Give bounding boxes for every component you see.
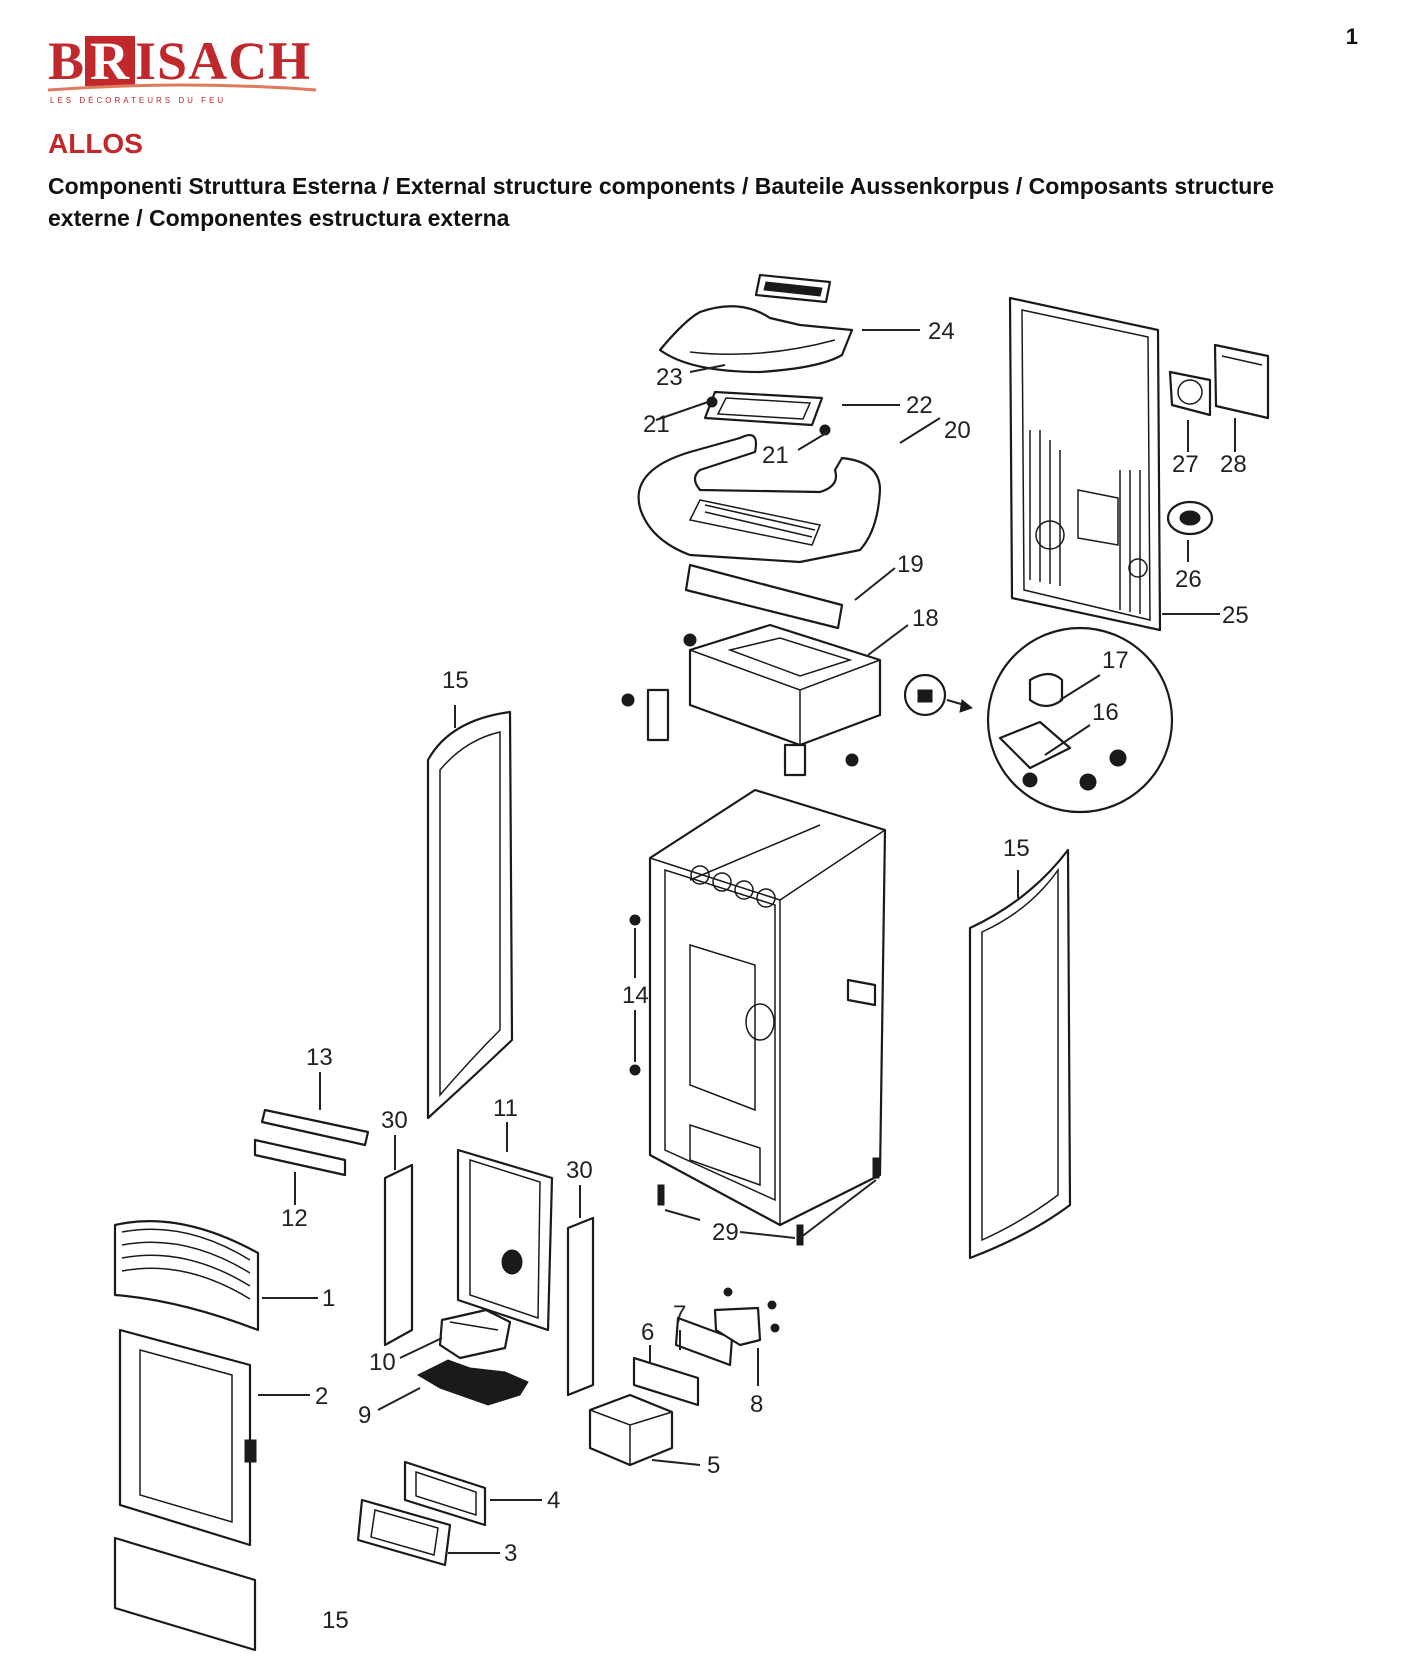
- callout-12: 12: [281, 1205, 308, 1232]
- part-stove-body: [648, 788, 887, 1227]
- callout-28: 28: [1220, 451, 1247, 478]
- part-gasket-6: [632, 1356, 700, 1407]
- part-door-2: [118, 1328, 257, 1547]
- part-frame-4: [403, 1460, 487, 1527]
- callout-11: 11: [493, 1095, 518, 1122]
- exploded-parts-diagram: 24 23 21 21 22 20 19 18 27 28 26 25 17 1…: [113, 273, 1270, 1652]
- callout-21b: 21: [762, 442, 789, 469]
- callout-30-right: 30: [566, 1157, 593, 1184]
- part-side-panel-right-15: [968, 848, 1072, 1260]
- part-firebrick-back-11: [456, 1148, 554, 1332]
- callout-14: 14: [622, 982, 649, 1009]
- part-burn-pot-10: [438, 1308, 512, 1360]
- callout-19: 19: [897, 551, 924, 578]
- part-back-panel-25: [1008, 296, 1162, 632]
- part-front-strip-19: [684, 563, 844, 630]
- callout-21a: 21: [643, 411, 670, 438]
- part-top-grille: [754, 273, 832, 304]
- callout-2: 2: [315, 1383, 328, 1410]
- callout-15-right: 15: [1003, 835, 1030, 862]
- part-feet-29: [657, 1157, 880, 1246]
- brisach-logo: BRISACH LES DÉCORATEURS DU FEU: [48, 30, 318, 112]
- part-ash-drawer-5: [588, 1393, 674, 1467]
- callout-18: 18: [912, 605, 939, 632]
- screw-14a: [629, 914, 641, 926]
- callout-27: 27: [1172, 451, 1199, 478]
- part-top-frame-20: [637, 434, 882, 564]
- callout-26: 26: [1175, 566, 1202, 593]
- callout-5: 5: [707, 1452, 720, 1479]
- callout-17: 17: [1102, 647, 1129, 674]
- callout-3: 3: [504, 1540, 517, 1567]
- callout-15-left: 15: [442, 667, 469, 694]
- part-flange-27: [1168, 370, 1212, 417]
- callout-13: 13: [306, 1044, 333, 1071]
- part-side-panel-left-15: [426, 710, 514, 1120]
- logo-swoosh-icon: [48, 83, 317, 92]
- callout-22: 22: [906, 392, 933, 419]
- screw-14b: [629, 1064, 641, 1076]
- screw-21a: [706, 396, 718, 408]
- part-firebrick-right-30: [566, 1216, 595, 1397]
- part-gasket-22: [703, 390, 824, 427]
- callout-24: 24: [928, 318, 955, 345]
- callout-1: 1: [322, 1285, 335, 1312]
- logo-tagline: LES DÉCORATEURS DU FEU: [50, 96, 227, 105]
- callout-7: 7: [673, 1301, 686, 1328]
- part-deflector-12: [253, 1138, 347, 1177]
- detail-bracket-magnifier: [903, 626, 1174, 814]
- page-number: 1: [1345, 24, 1358, 49]
- callout-16: 16: [1092, 699, 1119, 726]
- callout-8: 8: [750, 1391, 763, 1418]
- part-front-grille-1: [113, 1220, 260, 1332]
- callout-25: 25: [1222, 602, 1249, 629]
- logo-wordmark: BRISACH: [48, 31, 312, 91]
- callout-29: 29: [712, 1219, 739, 1246]
- callout-6: 6: [641, 1319, 654, 1346]
- part-base-9: [416, 1359, 529, 1406]
- part-ring-26: [1166, 500, 1214, 536]
- part-deflector-13: [260, 1108, 370, 1147]
- model-name: ALLOS: [48, 128, 143, 159]
- part-gasket-7: [674, 1316, 734, 1367]
- callout-4: 4: [547, 1487, 560, 1514]
- part-bracket-8: [713, 1287, 780, 1347]
- callout-20: 20: [944, 417, 971, 444]
- part-firebrick-left-30: [383, 1163, 414, 1347]
- part-plate-28: [1213, 343, 1270, 420]
- part-frame-3: [356, 1498, 452, 1567]
- part-lower-panel-15: [113, 1536, 257, 1652]
- part-support-frame-18: [621, 623, 882, 777]
- callout-15-bottom: 15: [322, 1607, 349, 1634]
- section-subtitle: Componenti Struttura Esterna / External …: [48, 173, 1275, 231]
- callout-10: 10: [369, 1349, 396, 1376]
- callout-9: 9: [358, 1402, 371, 1429]
- callout-30-left: 30: [381, 1107, 408, 1134]
- callout-23: 23: [656, 364, 683, 391]
- part-top-cover: [658, 305, 854, 374]
- leader-lines: [258, 329, 1236, 1554]
